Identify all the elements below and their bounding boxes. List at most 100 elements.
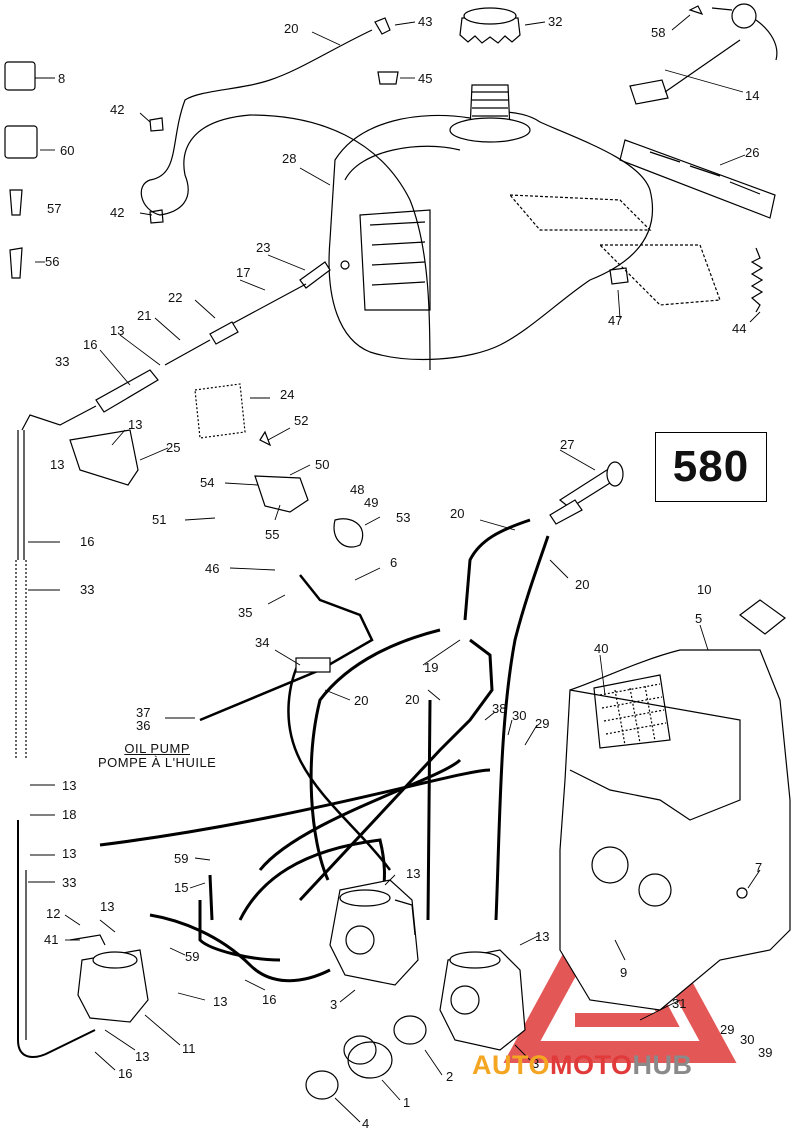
callout-40: 40	[594, 641, 609, 656]
callout-13: 13	[535, 929, 550, 944]
callout-13: 13	[62, 778, 77, 793]
callout-59: 59	[185, 949, 200, 964]
callout-20: 20	[575, 577, 590, 592]
distribution-block	[295, 657, 331, 673]
carburetor-left	[329, 879, 419, 986]
clip-icon	[149, 117, 164, 132]
callout-13: 13	[213, 994, 228, 1009]
callout-33: 33	[80, 582, 95, 597]
callout-8: 8	[58, 71, 66, 86]
callout-13: 13	[135, 1049, 150, 1064]
cable-bracket	[69, 429, 139, 486]
watermark-part-3: HUB	[632, 1050, 693, 1080]
callout-46: 46	[205, 561, 220, 576]
callout-9: 9	[620, 965, 628, 980]
callout-28: 28	[282, 151, 297, 166]
callout-56: 56	[45, 254, 60, 269]
clip-icon	[149, 209, 164, 224]
callout-24: 24	[280, 387, 295, 402]
page-number: 580	[672, 442, 750, 491]
fuel-sender	[629, 3, 778, 105]
callout-49: 49	[364, 495, 379, 510]
callout-16: 16	[118, 1066, 133, 1081]
callout-33: 33	[55, 354, 70, 369]
callout-10: 10	[697, 582, 712, 597]
carburetor-right	[439, 949, 526, 1051]
grommet-icon	[377, 71, 399, 85]
leader-lines	[28, 14, 761, 1123]
callout-32: 32	[548, 14, 563, 29]
callout-3: 3	[330, 997, 338, 1012]
callout-16: 16	[83, 337, 98, 352]
callout-13: 13	[406, 866, 421, 881]
throttle-housing	[254, 430, 364, 548]
callout-20: 20	[405, 692, 420, 707]
tank-strap	[619, 139, 776, 219]
callout-58: 58	[651, 25, 666, 40]
callout-43: 43	[418, 14, 433, 29]
callout-36: 36	[136, 718, 151, 733]
callout-53: 53	[396, 510, 411, 525]
callout-13: 13	[50, 457, 65, 472]
callout-26: 26	[745, 145, 760, 160]
oil-pump-label-en: OIL PUMP	[124, 741, 190, 756]
callout-41: 41	[44, 932, 59, 947]
callout-44: 44	[732, 321, 747, 336]
label-sheet	[194, 383, 246, 439]
callout-54: 54	[200, 475, 215, 490]
callout-60: 60	[60, 143, 75, 158]
choke-cable	[140, 29, 431, 371]
fuel-tank	[328, 111, 721, 361]
callout-11: 11	[182, 1041, 196, 1056]
fuel-lines	[99, 518, 550, 983]
spring-icon	[750, 247, 764, 313]
callout-13: 13	[62, 846, 77, 861]
page-number-box: 580	[655, 432, 767, 502]
fuel-cap-icon	[459, 7, 521, 44]
callout-6: 6	[390, 555, 398, 570]
callout-25: 25	[166, 440, 181, 455]
callout-27: 27	[560, 437, 575, 452]
callout-13: 13	[100, 899, 115, 914]
clamp-icon	[4, 61, 38, 279]
callout-20: 20	[354, 693, 369, 708]
callout-34: 34	[255, 635, 270, 650]
callout-51: 51	[152, 512, 167, 527]
callout-5: 5	[695, 611, 703, 626]
callout-12: 12	[46, 906, 61, 921]
callout-29: 29	[720, 1022, 735, 1037]
callout-15: 15	[174, 880, 189, 895]
callout-13: 13	[110, 323, 125, 338]
callout-19: 19	[424, 660, 439, 675]
primer	[549, 461, 624, 525]
callout-14: 14	[745, 88, 760, 103]
callout-3: 3	[532, 1056, 540, 1071]
callout-20: 20	[284, 21, 299, 36]
callout-35: 35	[238, 605, 253, 620]
watermark-text: AUTOMOTOHUB	[472, 1050, 693, 1081]
callout-45: 45	[418, 71, 433, 86]
callout-20: 20	[450, 506, 465, 521]
callout-16: 16	[262, 992, 277, 1007]
watermark-part-2: MOTO	[550, 1050, 633, 1080]
callout-42: 42	[110, 205, 125, 220]
callout-7: 7	[755, 860, 763, 875]
filler-neck	[449, 84, 531, 143]
callout-13: 13	[128, 417, 143, 432]
carb-adapter	[305, 1015, 427, 1100]
callout-48: 48	[350, 482, 365, 497]
decal	[739, 599, 786, 635]
clip-icon	[374, 17, 391, 35]
oil-pump	[69, 934, 149, 1023]
callout-37: 37	[136, 705, 151, 720]
callout-2: 2	[446, 1069, 454, 1084]
callout-18: 18	[62, 807, 77, 822]
callout-33: 33	[62, 875, 77, 890]
callout-47: 47	[608, 313, 623, 328]
oil-pump-cable	[15, 430, 96, 1058]
oil-pump-label: OIL PUMP POMPE À L'HUILE	[98, 742, 216, 770]
throttle-cable	[21, 261, 331, 431]
callout-16: 16	[80, 534, 95, 549]
callout-29: 29	[535, 716, 550, 731]
